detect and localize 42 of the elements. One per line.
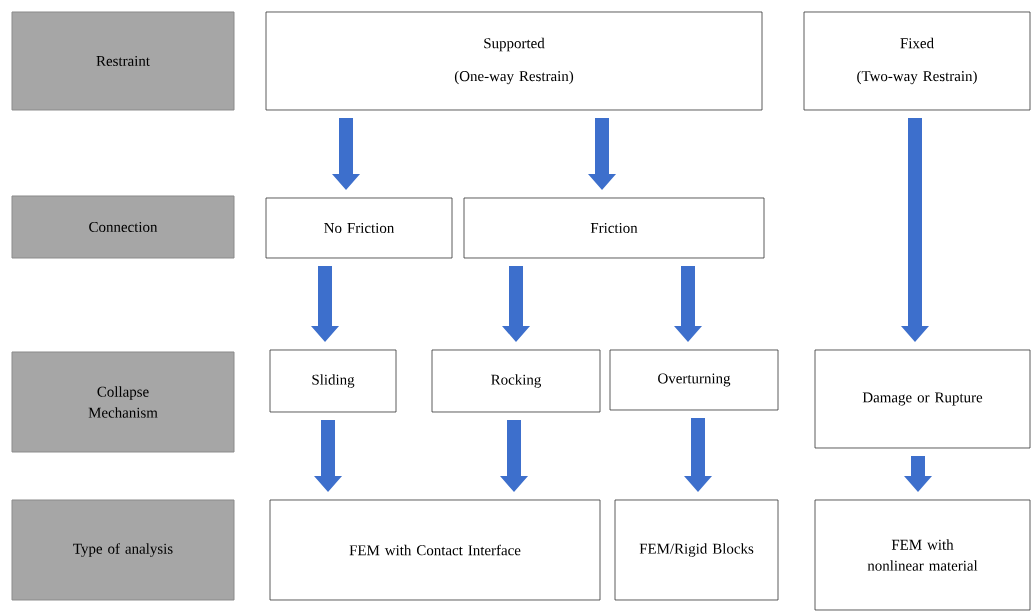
node-label: FEM/Rigid Blocks <box>639 543 754 557</box>
block-arrow <box>588 118 616 190</box>
node-label: Supported <box>484 37 545 52</box>
process-box <box>269 349 397 413</box>
row-label-box <box>11 11 235 111</box>
process-box <box>269 499 601 601</box>
block-arrow <box>311 266 339 342</box>
row-label-box <box>11 499 235 601</box>
block-arrow <box>500 420 528 492</box>
row-label-box <box>11 351 235 453</box>
node-label: Sliding <box>312 374 355 388</box>
block-arrow <box>684 418 712 492</box>
process-box <box>803 11 1031 111</box>
node-label: Rocking <box>491 374 542 388</box>
node-label: Fixed <box>900 37 934 49</box>
node-label: Damage or Rupture <box>862 392 983 406</box>
node-label: No Friction <box>324 222 395 234</box>
process-box <box>431 349 601 413</box>
node-label: Overturning <box>658 373 731 387</box>
block-arrow <box>901 118 929 342</box>
process-box <box>463 197 765 259</box>
node-label: (One-way Restrain) <box>454 70 574 85</box>
node-label: FEM with nonlinear material <box>867 539 978 571</box>
node-label: (Two-way Restrain) <box>857 70 977 85</box>
block-arrow <box>332 118 360 190</box>
process-box <box>814 499 1031 611</box>
row-label-box <box>11 195 235 259</box>
node-label: Connection <box>89 221 158 233</box>
process-box <box>814 349 1031 449</box>
node-label: Type of analysis <box>73 543 173 557</box>
process-box <box>265 197 453 259</box>
node-label: Collapse Mechanism <box>88 386 158 418</box>
block-arrow <box>674 266 702 342</box>
node-label: FEM with Contact Interface <box>349 544 521 556</box>
process-box <box>265 11 763 111</box>
node-label: Restraint <box>96 55 150 67</box>
block-arrow <box>904 456 932 492</box>
block-arrow <box>314 420 342 492</box>
block-arrow <box>502 266 530 342</box>
process-box <box>614 499 779 601</box>
process-box <box>609 349 779 411</box>
node-label: Friction <box>590 222 638 234</box>
